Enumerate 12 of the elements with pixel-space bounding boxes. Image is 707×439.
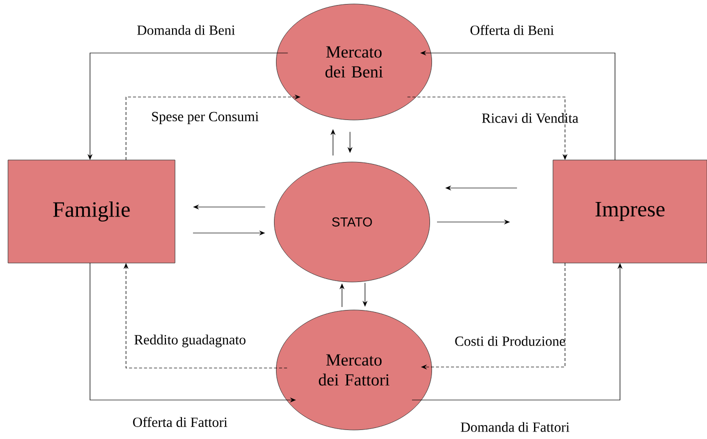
sector-box: Famiglie xyxy=(8,160,176,264)
edge-label: Ricavi di Vendita xyxy=(482,113,578,123)
edge-label: Offerta di Fattori xyxy=(133,417,228,427)
arrow xyxy=(123,263,288,368)
edge-label: Spese per Consumi xyxy=(152,112,259,124)
edge-label: Offerta di Beni xyxy=(470,25,554,35)
edge-label: Domanda di Beni xyxy=(137,25,235,35)
edge-label: Domanda di Fattori xyxy=(460,422,570,432)
arrow xyxy=(407,96,568,160)
sector-box: Imprese xyxy=(552,160,707,264)
edge-label: Costi di Produzione xyxy=(455,336,565,346)
edge-label: Reddito guadagnato xyxy=(134,334,246,348)
